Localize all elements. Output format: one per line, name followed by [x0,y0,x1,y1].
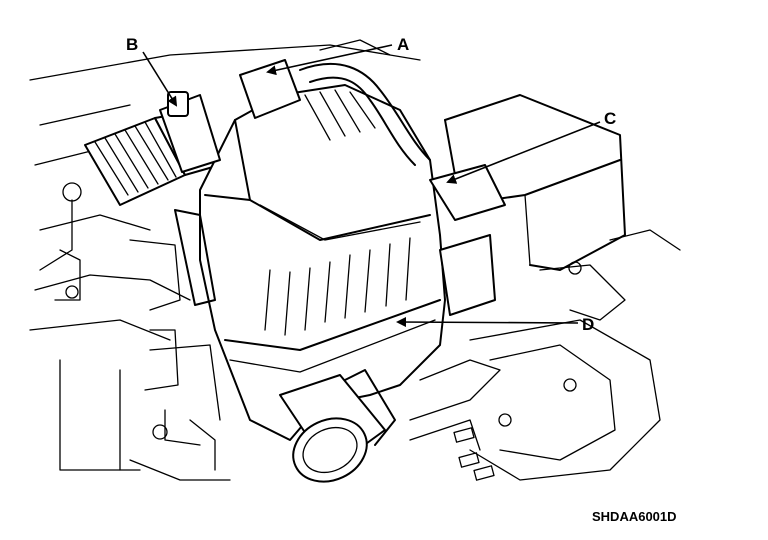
outlet-duct [279,369,396,483]
callout-b-leader [142,51,178,107]
engine-bay-background [29,39,681,481]
callout-b-label: B [126,35,138,54]
callout-d-leader [396,317,579,328]
callout-d-label: D [582,315,594,334]
callout-a-leader [266,44,393,76]
callout-a-label: A [397,35,409,54]
breather-connector [239,59,431,166]
figure-code: SHDAA6001D [592,509,677,524]
callout-c-leader [446,121,601,184]
callout-c-label: C [604,109,616,128]
